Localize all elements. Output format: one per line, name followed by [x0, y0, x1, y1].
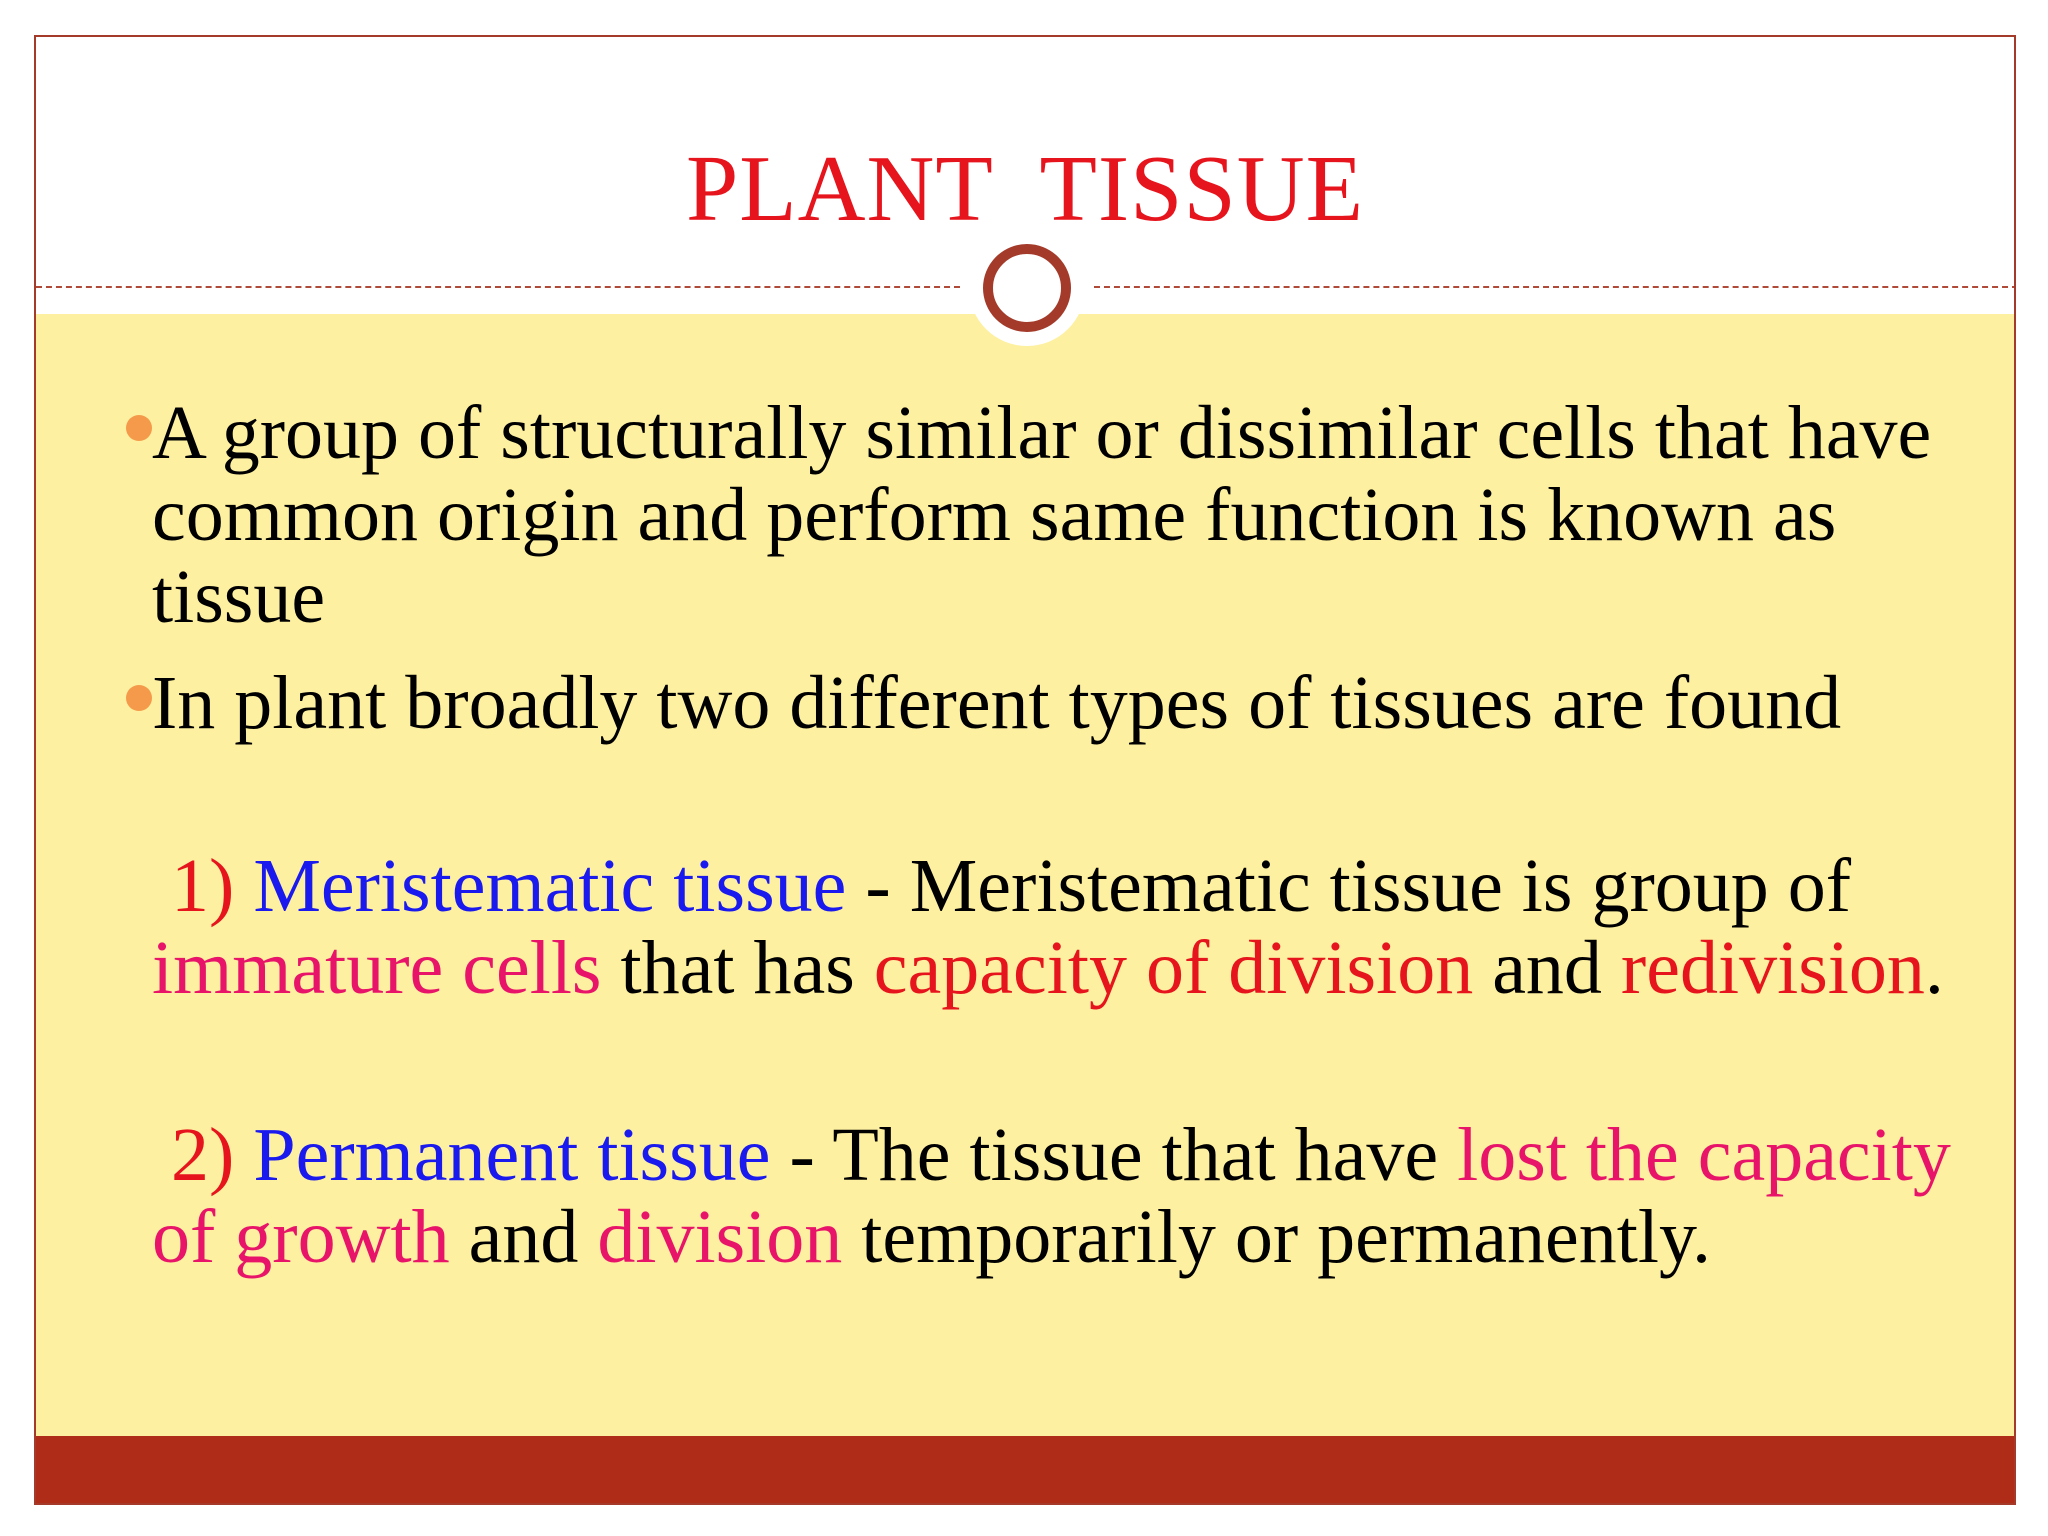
- sub-item-text: and: [1473, 926, 1621, 1010]
- sub-item-meristematic: 1) Meristematic tissue - Meristematic ti…: [152, 845, 1982, 1009]
- bullet-item: In plant broadly two different types of …: [152, 661, 1842, 745]
- highlight-text: lost the capacity of growth: [152, 1113, 1951, 1279]
- sub-item-text: and: [449, 1195, 598, 1279]
- slide-title: PLANT TISSUE: [685, 137, 1365, 241]
- highlight-text: redivision: [1620, 926, 1925, 1010]
- highlight-text: division: [597, 1195, 843, 1279]
- sub-item-text: - The tissue that have: [770, 1113, 1458, 1197]
- bullet-item: A group of structurally similar or dissi…: [152, 391, 1932, 639]
- slide: PLANT TISSUE A group of structurally sim…: [34, 35, 2016, 1505]
- sub-item-text: temporarily or permanently.: [842, 1195, 1712, 1279]
- bullet-dot-icon: [126, 685, 152, 711]
- sub-item-text: .: [1924, 926, 1944, 1010]
- highlight-text: immature cells: [152, 926, 602, 1010]
- sub-item-term: Meristematic tissue: [253, 844, 847, 928]
- sub-item-permanent: 2) Permanent tissue - The tissue that ha…: [152, 1114, 1982, 1278]
- sub-item-number: 1): [171, 844, 235, 928]
- bullet-dot-icon: [126, 415, 152, 441]
- ring-icon: [969, 230, 1085, 346]
- sub-item-text: that has: [601, 926, 874, 1010]
- highlight-text: capacity of division: [873, 926, 1474, 1010]
- content-area: [36, 314, 2014, 1436]
- sub-item-number: 2): [171, 1113, 235, 1197]
- divider-line-left: [36, 286, 960, 288]
- sub-item-term: Permanent tissue: [253, 1113, 771, 1197]
- bottom-bar: [36, 1436, 2014, 1503]
- sub-item-text: - Meristematic tissue is group of: [846, 844, 1852, 928]
- divider-line-right: [1094, 286, 2014, 288]
